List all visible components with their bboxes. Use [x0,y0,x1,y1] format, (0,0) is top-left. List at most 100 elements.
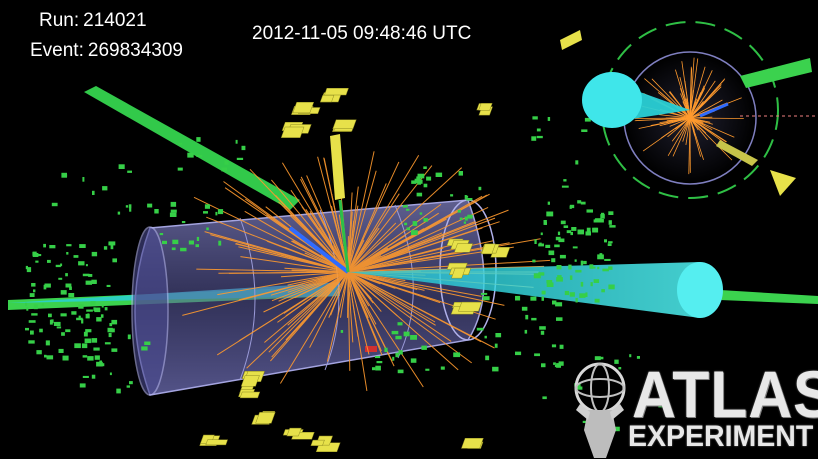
muon-hit [524,329,528,334]
inset-track-line [682,117,691,142]
inset-track-line [689,99,723,119]
inset-track-line [638,117,691,129]
calorimeter-cell [280,126,305,138]
muon-hit [25,302,28,306]
muon-hit [548,250,555,256]
track-line [347,183,387,273]
muon-hit [604,258,611,261]
muon-hit [32,251,37,257]
track-line [309,271,349,348]
muon-hit [563,179,567,182]
track-line [347,218,447,273]
muon-hit [555,302,563,307]
muon-hit [397,369,404,374]
muon-hit [180,247,187,252]
muon-hit [43,243,46,248]
muon-hit [410,335,417,340]
muon-hit [592,227,599,233]
muon-hit [566,230,572,234]
event-number-label: Event:269834309 [30,39,183,63]
muon-hit [91,338,98,343]
muon-hit [58,348,64,353]
muon-hit [39,328,43,333]
track-line [347,186,359,273]
muon-hit [74,343,81,349]
muon-hit [398,350,403,355]
muon-track-diagonal [84,86,300,210]
muon-hit [464,195,467,200]
calorimeter-cell [332,119,357,130]
jet-cone-right [348,262,723,318]
muon-hit [376,361,383,364]
muon-hit [584,117,591,122]
muon-hit [82,273,90,277]
muon-hit [85,313,90,319]
muon-hit [397,322,403,326]
muon-hit [614,359,619,364]
muon-hit [109,323,113,327]
muon-hit [657,388,661,391]
logo-wordmark: ATLAS [632,357,818,431]
track-line [240,256,349,273]
muon-hit [521,306,528,311]
track-line [316,271,349,288]
muon-hit [29,293,35,297]
inset-track-line [689,117,713,125]
calorimeter-cell [319,94,335,103]
muon-hit [414,178,422,183]
muon-hit [26,307,29,311]
inset-track-line [689,57,695,119]
muon-hit [571,227,577,231]
muon-hit [559,344,564,349]
muon-hit [555,236,561,241]
track-line [246,271,349,369]
muon-hit [658,403,664,408]
muon-hit [586,227,591,233]
muon-hit [410,358,417,363]
inset-track-line [661,117,691,139]
muon-hit [421,345,427,350]
inset-track-line [668,91,691,119]
track-line [347,271,368,391]
muon-hit [547,201,550,205]
logo-subtitle: EXPERIMENT [628,420,814,453]
muon-hit [85,329,92,333]
muon-hit [196,154,203,157]
inset-track-line [689,117,695,136]
run-number-label: Run:214021 [39,9,147,33]
calorimeter-cell [239,391,261,399]
muon-hit [177,167,183,171]
muon-hit [56,326,62,329]
muon-hit [66,252,69,255]
inset-track-line [689,117,699,131]
muon-hit [538,243,544,247]
track-line [300,176,349,273]
muon-hit [84,338,92,344]
muon-hit [426,176,432,181]
muon-hit [395,335,402,340]
muon-hit [425,368,430,371]
muon-hit [49,245,56,249]
muon-hit [28,340,35,344]
track-line [217,271,349,296]
calorimeter-cell [478,103,493,111]
muon-hit [594,218,602,222]
muon-hit [375,365,381,371]
muon-hit [581,129,588,132]
muon-hit [478,186,482,191]
muon-hit [181,221,186,224]
muon-hit [96,317,102,322]
muon-hit [551,258,556,263]
track-line [277,271,349,323]
muon-hit [103,246,108,250]
inset-track-line [689,116,713,119]
charged-tracks [182,151,551,391]
track-line [347,247,389,273]
inset-track-line [689,78,726,119]
track-line [347,247,444,273]
muon-hit [561,185,569,188]
muon-track-vertical [338,199,350,273]
track-line [238,246,349,273]
muon-hit [111,348,118,352]
muon-hit [542,396,547,400]
